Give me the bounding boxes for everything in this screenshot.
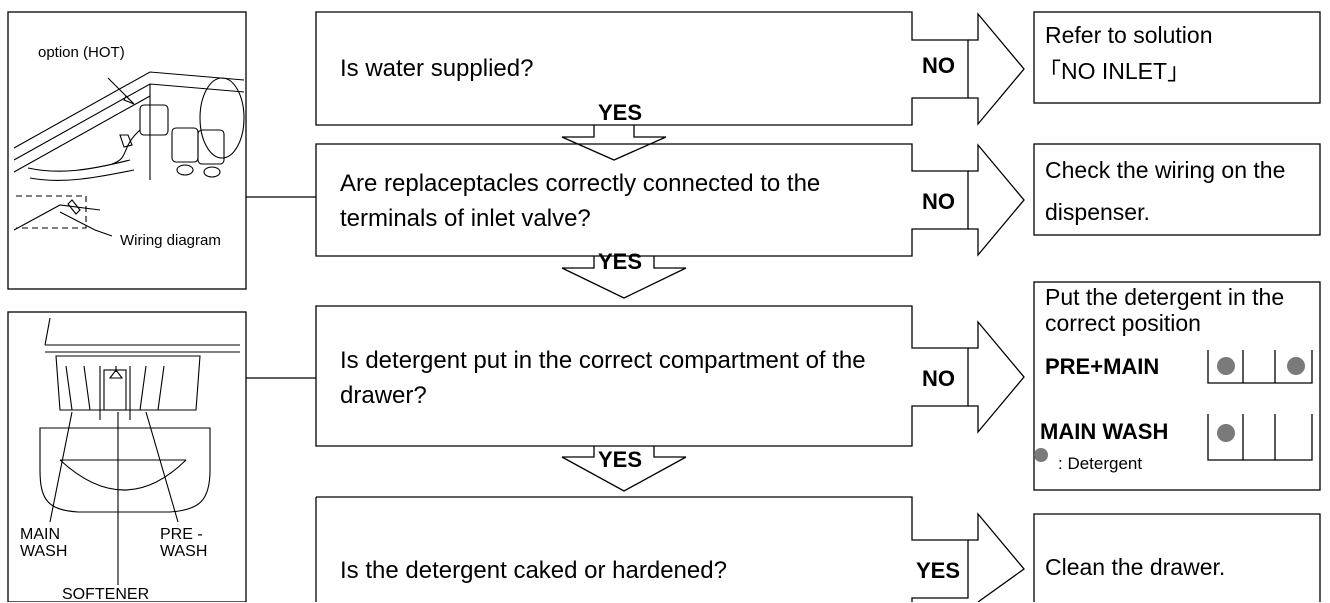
- result-3-line1: Put the detergent in the: [1045, 284, 1285, 310]
- pre-main-dot-right: [1287, 357, 1305, 375]
- arrow-right-3: [968, 320, 1025, 434]
- yes-label-1: YES: [598, 100, 643, 125]
- dispenser-drawer-illustration: [39, 317, 240, 585]
- pre-main-compartment-diagram: [1207, 350, 1313, 384]
- detergent-legend-dot: [1034, 448, 1048, 462]
- question-4-text: Is the detergent caked or hardened?: [340, 557, 727, 584]
- detergent-legend-text: : Detergent: [1058, 454, 1143, 473]
- result-box-2: [1033, 143, 1321, 236]
- drawer-pre-wash-label: PRE - WASH: [160, 526, 207, 560]
- yes-label-4: YES: [916, 558, 961, 583]
- main-wash-compartment-diagram: [1207, 414, 1313, 461]
- arrow-down-1: [561, 125, 667, 161]
- result-3-line2: correct position: [1045, 310, 1201, 336]
- result-box-1: [1033, 11, 1321, 104]
- valve-figure-frame: [7, 11, 247, 290]
- yes-label-2: YES: [598, 249, 643, 274]
- result-box-3: [1033, 281, 1321, 491]
- main-wash-label: MAIN WASH: [1040, 419, 1169, 444]
- drawer-main-wash-line1: MAIN: [20, 526, 60, 543]
- result-4-text: Clean the drawer.: [1045, 554, 1226, 580]
- valve-option-label: option (HOT): [38, 44, 125, 61]
- result-2-line2: dispenser.: [1045, 199, 1150, 225]
- drawer-softener-label: SOFTENER: [62, 586, 150, 603]
- arrow-right-4: [968, 512, 1025, 602]
- question-2-text: Are replaceptacles correctly connected t…: [340, 170, 821, 232]
- no-label-1: NO: [922, 53, 955, 78]
- result-1-line1: Refer to solution: [1045, 22, 1213, 48]
- inlet-valve-illustration: [13, 71, 245, 237]
- pre-main-label: PRE+MAIN: [1045, 354, 1160, 379]
- drawer-figure-frame: [7, 311, 247, 602]
- no-label-3: NO: [922, 366, 955, 391]
- main-wash-dot: [1217, 424, 1235, 442]
- drawer-main-wash-line2: WASH: [20, 543, 68, 560]
- question-3-text: Is detergent put in the correct compartm…: [340, 347, 866, 409]
- arrow-right-2: [968, 143, 1025, 257]
- arrow-down-2: [561, 256, 687, 299]
- question-1-text: Is water supplied?: [340, 55, 534, 82]
- no-label-2: NO: [922, 189, 955, 214]
- pre-main-dot-left: [1217, 357, 1235, 375]
- arrow-right-1: [968, 12, 1025, 126]
- result-1-line2: 「NO INLET」: [1038, 58, 1191, 84]
- arrow-down-3: [561, 446, 687, 492]
- valve-wiring-label: Wiring diagram: [120, 232, 221, 249]
- result-box-4: [1033, 513, 1321, 602]
- result-2-line1: Check the wiring on the: [1045, 157, 1286, 183]
- drawer-main-wash-label: MAIN WASH: [20, 526, 67, 560]
- drawer-pre-wash-line1: PRE -: [160, 526, 203, 543]
- drawer-pre-wash-line2: WASH: [160, 543, 208, 560]
- yes-label-3: YES: [598, 447, 643, 472]
